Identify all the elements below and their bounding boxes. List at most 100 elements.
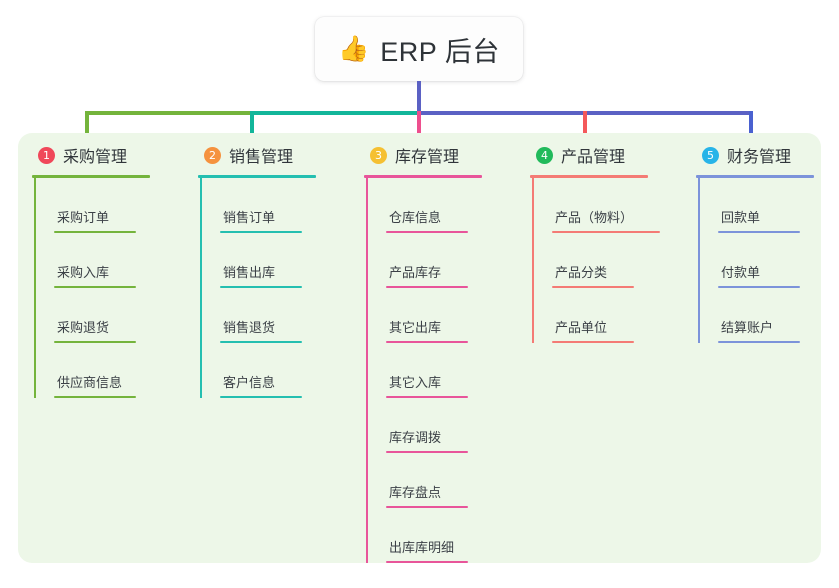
leaf-item-underline <box>386 341 468 343</box>
leaf-item[interactable]: 其它入库 <box>364 343 530 398</box>
leaf-item-underline <box>386 396 468 398</box>
leaf-item-underline <box>718 231 800 233</box>
branch-underline-3 <box>364 175 482 178</box>
leaf-item-label: 销售出库 <box>223 265 276 280</box>
leaf-item-underline <box>220 396 302 398</box>
leaf-item-underline <box>718 286 800 288</box>
root-node-card[interactable]: 👍 ERP 后台 <box>315 17 523 81</box>
leaf-item-underline <box>386 286 468 288</box>
leaf-item[interactable]: 产品（物料） <box>530 178 696 233</box>
branch-title-2: 销售管理 <box>229 149 294 166</box>
leaf-item-label: 销售退货 <box>223 320 276 335</box>
branch-header-2[interactable]: 2 销售管理 <box>198 141 364 169</box>
leaf-item-label: 回款单 <box>721 210 761 225</box>
leaf-item[interactable]: 采购订单 <box>32 178 198 233</box>
leaf-item-label: 库存盘点 <box>389 485 442 500</box>
connector-drop-2 <box>250 111 254 143</box>
leaf-item-underline <box>220 286 302 288</box>
connector-drop-3 <box>417 111 421 143</box>
leaf-item-underline <box>386 561 468 563</box>
leaf-item[interactable]: 产品库存 <box>364 233 530 288</box>
root-node-content: 👍 ERP 后台 <box>338 30 500 69</box>
leaf-item-underline <box>552 286 634 288</box>
branch-items-2: 销售订单销售出库销售退货客户信息 <box>198 178 364 398</box>
leaf-item-underline <box>386 506 468 508</box>
leaf-item[interactable]: 销售订单 <box>198 178 364 233</box>
connector-root-stem <box>417 81 421 114</box>
branch-underline-4 <box>530 175 648 178</box>
leaf-item-underline <box>386 451 468 453</box>
connector-drop-1 <box>85 111 89 143</box>
branch-header-5[interactable]: 5 财务管理 <box>696 141 839 169</box>
branch-spine-4 <box>532 178 534 343</box>
branch-badge-4: 4 <box>536 146 553 164</box>
leaf-item-underline <box>54 231 136 233</box>
leaf-item[interactable]: 采购入库 <box>32 233 198 288</box>
leaf-item-label: 采购退货 <box>57 320 110 335</box>
branch-items-4: 产品（物料） 产品分类产品单位 <box>530 178 696 343</box>
leaf-item-underline <box>220 341 302 343</box>
branch-column-2: 2 销售管理销售订单销售出库销售退货客户信息 <box>198 141 364 398</box>
leaf-item-underline <box>552 341 634 343</box>
leaf-item-label: 客户信息 <box>223 375 276 390</box>
leaf-item-label: 产品（物料） <box>555 210 634 225</box>
leaf-item[interactable]: 库存调拨 <box>364 398 530 453</box>
branch-column-5: 5 财务管理回款单付款单结算账户 <box>696 141 839 343</box>
leaf-item-label: 仓库信息 <box>389 210 442 225</box>
leaf-item-underline <box>552 231 660 233</box>
mindmap-panel <box>18 133 821 563</box>
leaf-item[interactable]: 供应商信息 <box>32 343 198 398</box>
branch-title-5: 财务管理 <box>727 149 792 166</box>
branch-badge-5: 5 <box>702 146 719 164</box>
leaf-item[interactable]: 产品分类 <box>530 233 696 288</box>
leaf-item[interactable]: 销售出库 <box>198 233 364 288</box>
leaf-item-label: 产品分类 <box>555 265 608 280</box>
leaf-item-underline <box>54 286 136 288</box>
thumbs-up-icon: 👍 <box>338 34 370 63</box>
branch-items-5: 回款单付款单结算账户 <box>696 178 839 343</box>
leaf-item-label: 销售订单 <box>223 210 276 225</box>
branch-underline-5 <box>696 175 814 178</box>
leaf-item[interactable]: 结算账户 <box>696 288 839 343</box>
leaf-item[interactable]: 采购退货 <box>32 288 198 343</box>
leaf-item[interactable]: 回款单 <box>696 178 839 233</box>
connector-bar-green <box>85 111 254 115</box>
leaf-item-label: 产品库存 <box>389 265 442 280</box>
leaf-item-underline <box>386 231 468 233</box>
leaf-item[interactable]: 销售退货 <box>198 288 364 343</box>
leaf-item-label: 其它入库 <box>389 375 442 390</box>
leaf-item[interactable]: 付款单 <box>696 233 839 288</box>
branch-spine-3 <box>366 178 368 563</box>
leaf-item[interactable]: 客户信息 <box>198 343 364 398</box>
leaf-item-label: 付款单 <box>721 265 761 280</box>
connector-drop-5 <box>749 111 753 143</box>
branch-items-3: 仓库信息产品库存其它出库其它入库库存调拨库存盘点出库库明细 <box>364 178 530 563</box>
leaf-item-label: 结算账户 <box>721 320 774 335</box>
leaf-item[interactable]: 出库库明细 <box>364 508 530 563</box>
leaf-item-label: 供应商信息 <box>57 375 123 390</box>
branch-badge-2: 2 <box>204 146 221 164</box>
leaf-item-label: 产品单位 <box>555 320 608 335</box>
branch-underline-2 <box>198 175 316 178</box>
branch-underline-1 <box>32 175 150 178</box>
branch-spine-5 <box>698 178 700 343</box>
leaf-item[interactable]: 仓库信息 <box>364 178 530 233</box>
branch-badge-1: 1 <box>38 146 55 164</box>
leaf-item[interactable]: 其它出库 <box>364 288 530 343</box>
branch-spine-2 <box>200 178 202 398</box>
leaf-item-underline <box>54 341 136 343</box>
connector-drop-4 <box>583 111 587 143</box>
branch-items-1: 采购订单采购入库采购退货供应商信息 <box>32 178 198 398</box>
branch-spine-1 <box>34 178 36 398</box>
leaf-item-underline <box>220 231 302 233</box>
root-node-title: ERP 后台 <box>380 36 500 67</box>
leaf-item[interactable]: 产品单位 <box>530 288 696 343</box>
leaf-item[interactable]: 库存盘点 <box>364 453 530 508</box>
branch-title-3: 库存管理 <box>395 149 460 166</box>
